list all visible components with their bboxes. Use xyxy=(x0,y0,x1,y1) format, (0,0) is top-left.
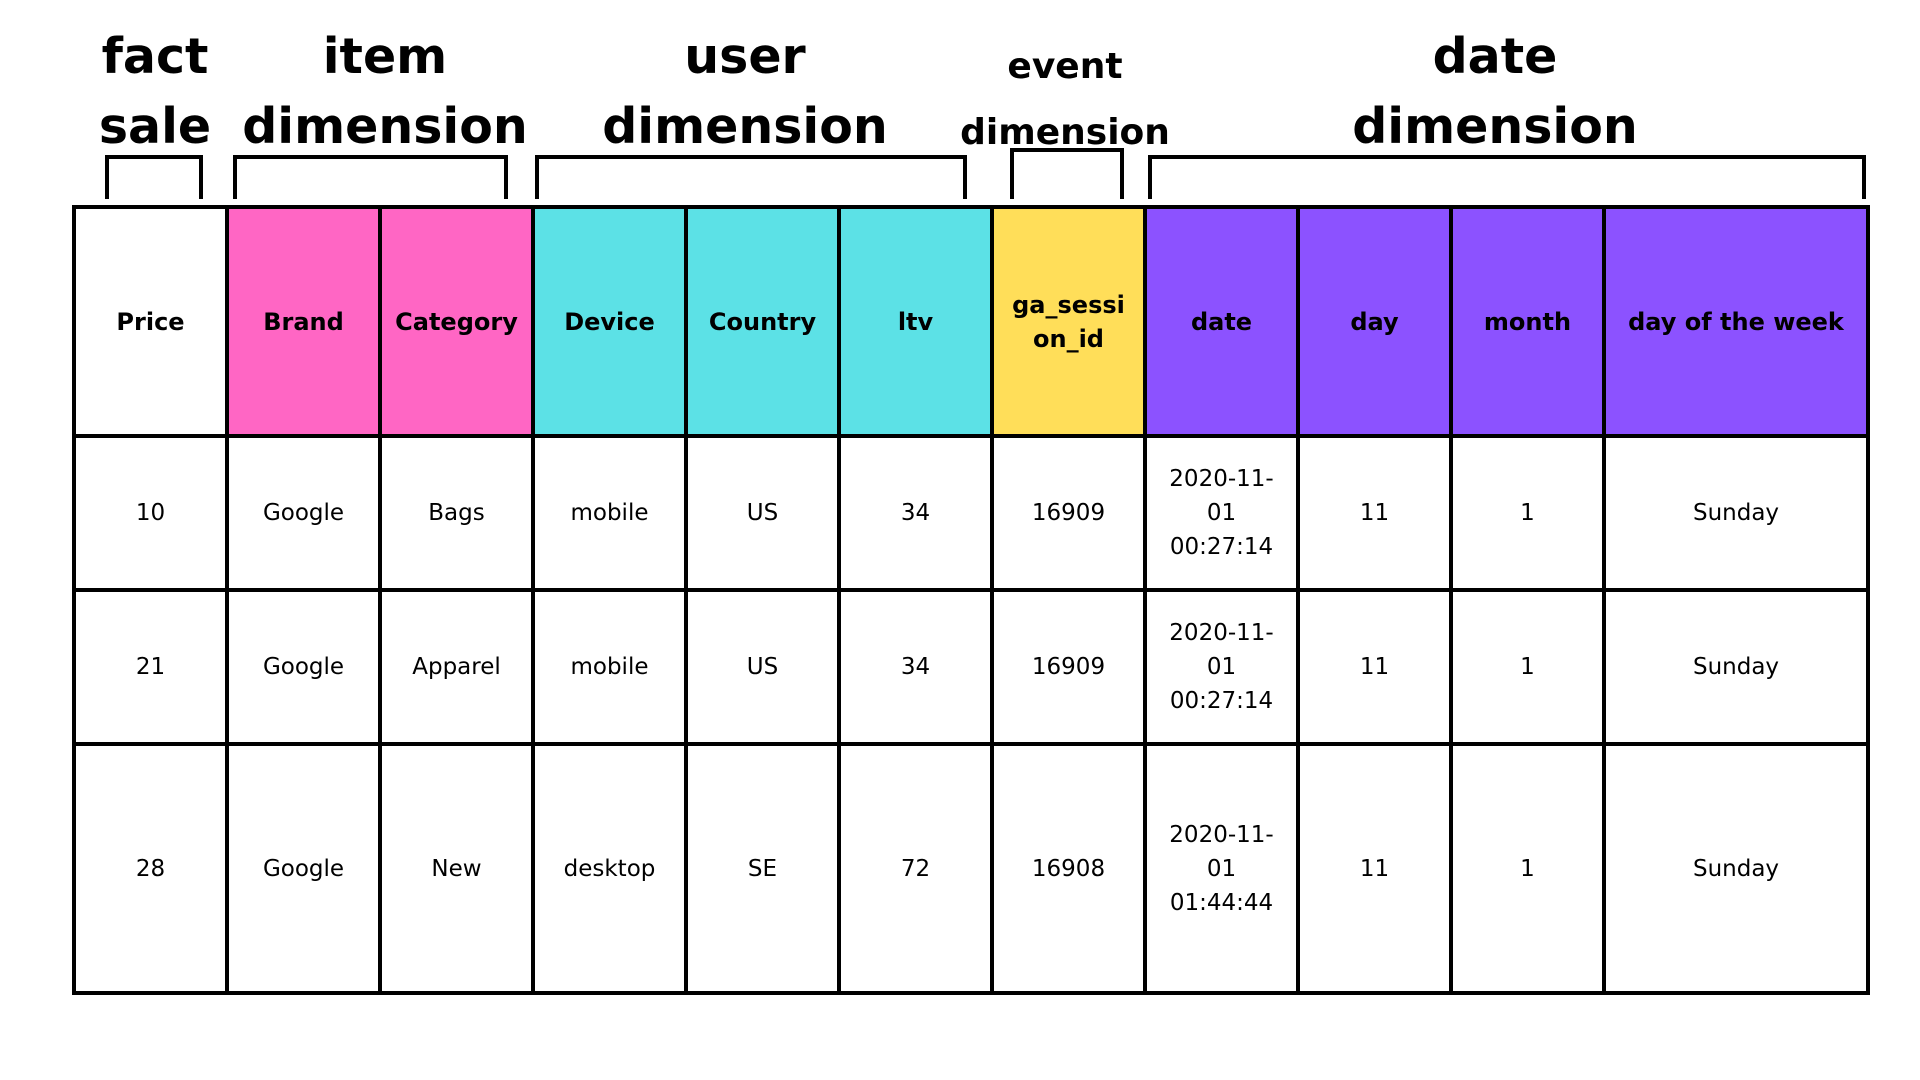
cell-device: mobile xyxy=(531,434,688,592)
cell-day-of-week: Sunday xyxy=(1602,742,1870,995)
header-day: day xyxy=(1296,205,1453,438)
bracket-event-dimension xyxy=(1010,148,1124,199)
cell-month: 1 xyxy=(1449,588,1606,746)
cell-ga-session-id: 16908 xyxy=(990,742,1147,995)
table-row: 10 Google Bags mobile US 34 16909 2020-1… xyxy=(72,434,1870,592)
cell-date: 2020-11- 01 01:44:44 xyxy=(1143,742,1300,995)
cell-month: 1 xyxy=(1449,434,1606,592)
bracket-item-dimension xyxy=(233,155,508,199)
cell-price: 28 xyxy=(72,742,229,995)
table-row: 21 Google Apparel mobile US 34 16909 202… xyxy=(72,588,1870,746)
table-row: 28 Google New desktop SE 72 16908 2020-1… xyxy=(72,742,1870,995)
cell-category: New xyxy=(378,742,535,995)
cell-country: US xyxy=(684,434,841,592)
cell-device: mobile xyxy=(531,588,688,746)
group-title-item-dimension: item dimension xyxy=(242,28,528,155)
cell-country: SE xyxy=(684,742,841,995)
cell-day: 11 xyxy=(1296,434,1453,592)
cell-date: 2020-11- 01 00:27:14 xyxy=(1143,588,1300,746)
header-ltv: ltv xyxy=(837,205,994,438)
cell-price: 21 xyxy=(72,588,229,746)
cell-device: desktop xyxy=(531,742,688,995)
header-device: Device xyxy=(531,205,688,438)
header-ga-session-id: ga_sessi on_id xyxy=(990,205,1147,438)
bracket-date-dimension xyxy=(1148,155,1866,199)
group-title-date-dimension: date dimension xyxy=(1352,28,1638,155)
cell-category: Bags xyxy=(378,434,535,592)
cell-ga-session-id: 16909 xyxy=(990,588,1147,746)
cell-day-of-week: Sunday xyxy=(1602,434,1870,592)
header-price: Price xyxy=(72,205,229,438)
header-day-of-week: day of the week xyxy=(1602,205,1870,438)
cell-brand: Google xyxy=(225,588,382,746)
header-month: month xyxy=(1449,205,1606,438)
cell-country: US xyxy=(684,588,841,746)
cell-ltv: 72 xyxy=(837,742,994,995)
cell-day: 11 xyxy=(1296,588,1453,746)
cell-brand: Google xyxy=(225,434,382,592)
cell-month: 1 xyxy=(1449,742,1606,995)
group-title-event-dimension: event dimension xyxy=(960,46,1170,153)
header-category: Category xyxy=(378,205,535,438)
star-schema-table: Price Brand Category Device Country ltv … xyxy=(72,205,1870,995)
cell-price: 10 xyxy=(72,434,229,592)
cell-category: Apparel xyxy=(378,588,535,746)
cell-day-of-week: Sunday xyxy=(1602,588,1870,746)
header-date: date xyxy=(1143,205,1300,438)
header-row: Price Brand Category Device Country ltv … xyxy=(72,205,1870,438)
header-brand: Brand xyxy=(225,205,382,438)
cell-date: 2020-11- 01 00:27:14 xyxy=(1143,434,1300,592)
group-title-user-dimension: user dimension xyxy=(602,28,888,155)
cell-ltv: 34 xyxy=(837,434,994,592)
cell-brand: Google xyxy=(225,742,382,995)
cell-ltv: 34 xyxy=(837,588,994,746)
cell-day: 11 xyxy=(1296,742,1453,995)
group-title-fact-sale: fact sale xyxy=(98,28,212,155)
bracket-fact-sale xyxy=(105,155,203,199)
bracket-user-dimension xyxy=(535,155,967,199)
header-country: Country xyxy=(684,205,841,438)
cell-ga-session-id: 16909 xyxy=(990,434,1147,592)
